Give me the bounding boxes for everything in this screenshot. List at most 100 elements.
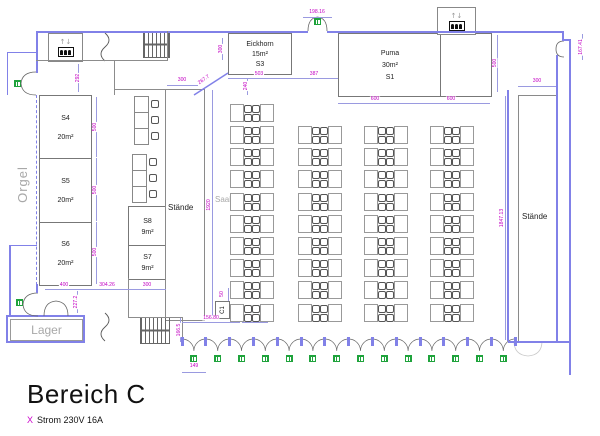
dimension-line bbox=[182, 322, 240, 323]
dimension-line bbox=[413, 103, 490, 104]
chair bbox=[252, 269, 260, 278]
chair bbox=[244, 238, 252, 246]
chair bbox=[312, 127, 320, 135]
table bbox=[328, 259, 342, 278]
dimension-line bbox=[303, 17, 332, 18]
room-s7: S7 9m² bbox=[128, 245, 167, 280]
chair bbox=[252, 238, 260, 246]
wall bbox=[562, 39, 571, 41]
stairs-icon bbox=[140, 317, 170, 344]
marker-c1: C1 bbox=[215, 301, 230, 319]
door-pier bbox=[275, 337, 279, 346]
table bbox=[394, 259, 408, 278]
chair bbox=[252, 215, 260, 224]
table bbox=[460, 259, 474, 278]
chair bbox=[244, 215, 252, 224]
chair bbox=[452, 136, 460, 144]
chair bbox=[320, 193, 328, 202]
table bbox=[328, 214, 342, 233]
room-name: S7 bbox=[143, 253, 152, 261]
table bbox=[230, 192, 244, 211]
table-group bbox=[230, 148, 274, 167]
table-group bbox=[230, 103, 274, 122]
chair bbox=[378, 215, 386, 224]
chair bbox=[312, 313, 320, 322]
chair bbox=[244, 260, 252, 269]
room-s4: S4 20m² bbox=[39, 95, 92, 160]
chair bbox=[386, 171, 394, 180]
table-group bbox=[364, 237, 408, 255]
chair bbox=[378, 313, 386, 322]
table bbox=[430, 281, 444, 300]
chair bbox=[386, 215, 394, 224]
table bbox=[260, 148, 274, 167]
chair bbox=[312, 158, 320, 167]
chair bbox=[378, 224, 386, 233]
chair bbox=[378, 269, 386, 278]
chair bbox=[320, 260, 328, 269]
table bbox=[394, 281, 408, 300]
room-s8: S8 9m² bbox=[128, 206, 167, 247]
chair bbox=[244, 291, 252, 300]
table bbox=[460, 170, 474, 189]
chair bbox=[378, 304, 386, 313]
chair bbox=[320, 247, 328, 255]
dim-rdoor: 167.41 bbox=[578, 38, 584, 56]
chair bbox=[244, 269, 252, 278]
chair bbox=[378, 282, 386, 291]
room-area: 9m² bbox=[141, 228, 154, 236]
table-group bbox=[364, 214, 408, 233]
table bbox=[460, 281, 474, 300]
chair bbox=[312, 238, 320, 246]
table bbox=[328, 303, 342, 322]
table bbox=[430, 192, 444, 211]
table bbox=[260, 281, 274, 300]
chair bbox=[444, 158, 452, 167]
chair bbox=[452, 149, 460, 158]
left-bottom-door-icon bbox=[22, 292, 39, 317]
table bbox=[364, 237, 378, 255]
elevator-icon: ↑↓ bbox=[437, 7, 476, 35]
desk bbox=[134, 112, 149, 129]
chair bbox=[244, 247, 252, 255]
exit-sign-icon bbox=[380, 355, 388, 362]
chair bbox=[244, 304, 252, 313]
table-group bbox=[298, 281, 342, 300]
chair bbox=[444, 180, 452, 189]
table bbox=[430, 303, 444, 322]
table-group bbox=[430, 281, 474, 300]
table-group bbox=[298, 170, 342, 189]
staende-strip-right bbox=[518, 95, 557, 342]
chair bbox=[386, 269, 394, 278]
elevator-icon: ↑↓ bbox=[48, 33, 83, 62]
chair bbox=[444, 238, 452, 246]
chair bbox=[386, 313, 394, 322]
chair bbox=[386, 304, 394, 313]
dim-eick_puma: 387 bbox=[308, 71, 320, 77]
chair bbox=[386, 202, 394, 211]
dimension-line bbox=[212, 90, 213, 318]
dimension-line bbox=[518, 86, 556, 87]
room-area: 20m² bbox=[57, 260, 74, 267]
room-name: Eickhorn bbox=[246, 40, 274, 48]
chair bbox=[312, 193, 320, 202]
dim-b_304: 304.26 bbox=[98, 282, 116, 288]
chair bbox=[252, 224, 260, 233]
chair bbox=[244, 158, 252, 167]
exit-sign-icon bbox=[357, 355, 364, 362]
dim-puma_h: 500 bbox=[492, 57, 498, 69]
table-group bbox=[364, 281, 408, 300]
dim-s5_h: 500 bbox=[92, 184, 98, 196]
door-pier bbox=[180, 337, 184, 346]
chair bbox=[252, 136, 260, 144]
table bbox=[460, 303, 474, 322]
structure-line bbox=[182, 317, 183, 342]
chair bbox=[452, 282, 460, 291]
table-group bbox=[430, 126, 474, 144]
door-pier bbox=[251, 337, 255, 346]
table bbox=[364, 126, 378, 144]
chair bbox=[149, 174, 157, 182]
table-group bbox=[430, 148, 474, 167]
desk bbox=[132, 186, 147, 203]
door-pier bbox=[394, 337, 398, 346]
